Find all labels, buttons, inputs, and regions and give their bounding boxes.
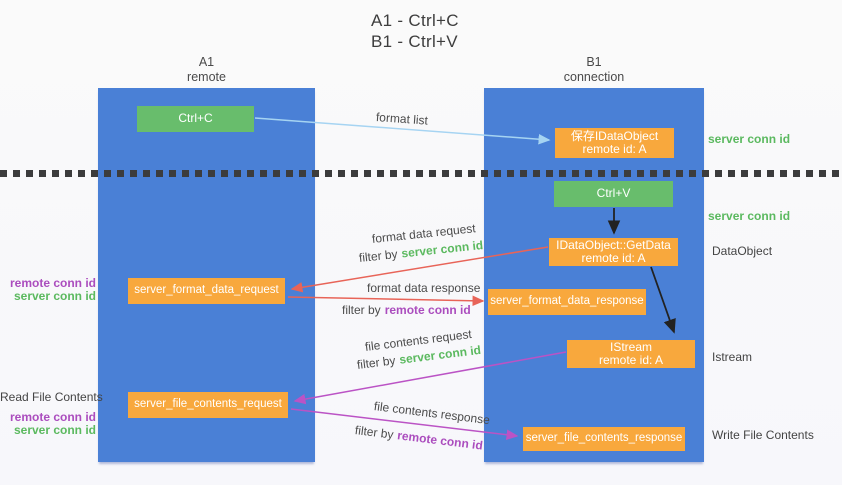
ctrl-v-box: Ctrl+V [554,181,673,207]
server-format-data-request-label: server_format_data_request [134,284,279,297]
server-file-contents-request-box: server_file_contents_request [128,392,288,418]
column-a1-sublabel: remote [187,70,226,84]
istream-box: IStream remote id: A [567,340,695,368]
ctrl-c-box: Ctrl+C [137,106,254,132]
right-server-conn-id-label: server conn id [708,132,791,146]
column-a1-name: A1 [198,55,215,69]
getdata-line2: remote id: A [581,251,646,265]
filter-by-text: filter by [354,423,395,442]
istream-line2: remote id: A [598,353,664,367]
istream-line1: IStream [609,339,652,354]
server-file-contents-response-box: server_file_contents_response [523,427,685,451]
filter-by-text: filter by [358,246,399,265]
write-file-contents-label: Write File Contents [712,428,814,442]
column-header-a1: A1 remote [98,55,315,85]
ctrl-c-label: Ctrl+C [178,111,213,126]
ctrl-v-label: Ctrl+V [596,186,631,201]
server-file-contents-request-label: server_file_contents_request [134,398,282,411]
remote-conn-id-key: remote conn id [396,428,484,453]
phase-divider-dotted-line [0,170,842,177]
remote-conn-id-key: remote conn id [384,303,471,317]
filter-by-text: filter by [342,303,381,317]
title-line-1: A1 - Ctrl+C [371,11,459,30]
column-b1-sublabel: connection [563,70,625,84]
save-dataobject-box: 保存IDataObject remote id: A [555,128,674,158]
read-file-contents-label: Read File Contents [0,390,103,404]
getdata-box: IDataObject::GetData remote id: A [549,238,678,266]
format-data-response-arrow [287,295,485,307]
getdata-line1: IDataObject::GetData [556,237,671,252]
dataobject-label: DataObject [712,244,773,258]
save-dataobject-line1: 保存IDataObject [570,128,659,143]
column-header-b1: B1 connection [484,55,704,85]
left-remote-conn-id-label: remote conn id [9,276,96,290]
format-list-label: format list [375,110,429,128]
server-format-data-response-box: server_format_data_response [488,289,646,315]
diagram-title: A1 - Ctrl+C B1 - Ctrl+V [371,10,459,52]
left-server-conn-id-label-2: server conn id [13,423,96,437]
right-server-conn-id-label-2: server conn id [708,209,791,223]
filter-by-text: filter by [356,353,397,372]
title-line-2: B1 - Ctrl+V [371,32,458,51]
save-dataobject-line2: remote id: A [582,142,647,156]
file-contents-response-label: file contents response [373,399,491,428]
left-remote-conn-id-label-2: remote conn id [9,410,96,424]
server-format-data-request-box: server_format_data_request [128,278,285,304]
istream-side-label: Istream [712,350,753,364]
column-b1-name: B1 [586,55,602,69]
server-format-data-response-label: server_format_data_response [490,295,644,308]
left-server-conn-id-label: server conn id [13,289,96,303]
server-file-contents-response-label: server_file_contents_response [525,432,683,445]
format-data-response-label: format data response [367,281,481,295]
